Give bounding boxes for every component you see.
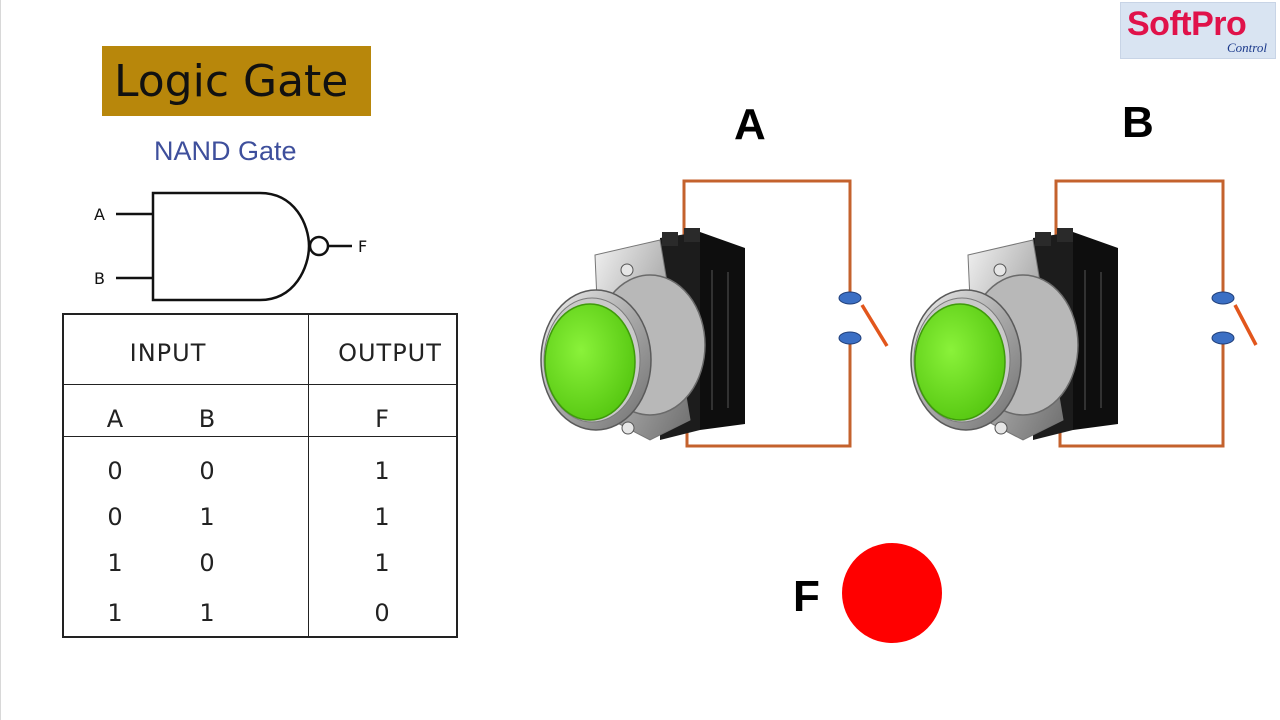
gate-name: NAND Gate [154, 136, 297, 166]
table-divider-columns [64, 436, 456, 437]
switch-a-contact-blade [860, 304, 889, 347]
column-header-a: A [106, 405, 124, 433]
table-cell: 0 [199, 457, 215, 485]
header-input: INPUT [129, 339, 207, 367]
column-header-f: F [375, 405, 389, 433]
table-divider-vertical [308, 315, 309, 636]
switch-b-contact-blade [1233, 304, 1258, 346]
screw-icon [621, 421, 635, 435]
table-cell: 1 [107, 549, 123, 577]
table-cell: 1 [374, 457, 390, 485]
switch-b-label: B [1122, 98, 1154, 147]
button-b-cap[interactable] [914, 303, 1006, 421]
column-header-b: B [198, 405, 216, 433]
table-cell: 0 [107, 457, 123, 485]
output-label: F [793, 572, 820, 621]
switch-a-label: A [734, 100, 766, 149]
slide-border [0, 0, 1, 720]
switch-a-contact-bottom [838, 331, 862, 345]
table-cell: 0 [199, 549, 215, 577]
button-a-cap[interactable] [544, 303, 636, 421]
screw-icon [993, 263, 1007, 277]
slide-title: Logic Gate [114, 55, 349, 107]
table-cell: 1 [199, 503, 215, 531]
truth-table: INPUT OUTPUT A B F 0 0 1 0 1 1 1 0 1 1 1… [62, 313, 458, 638]
table-cell: 1 [374, 549, 390, 577]
switch-a-contact-top [838, 291, 862, 305]
table-divider-header [64, 384, 456, 385]
softpro-logo: SoftPro Control [1120, 2, 1276, 59]
gate-input-b-label: B [94, 269, 105, 288]
table-cell: 0 [107, 503, 123, 531]
screw-icon [620, 263, 634, 277]
table-cell: 0 [374, 599, 390, 627]
screw-icon [994, 421, 1008, 435]
switch-b-contact-bottom [1211, 331, 1235, 345]
table-cell: 1 [107, 599, 123, 627]
switch-b-contact-top [1211, 291, 1235, 305]
push-button-a[interactable] [540, 228, 745, 441]
logo-sub-text: Control [1227, 40, 1267, 55]
table-cell: 1 [199, 599, 215, 627]
title-banner: Logic Gate [102, 46, 371, 116]
output-lamp [842, 543, 942, 643]
logo-main-text: SoftPro [1127, 5, 1247, 43]
nand-gate-symbol: A B F [94, 191, 367, 302]
header-output: OUTPUT [338, 339, 442, 367]
table-cell: 1 [374, 503, 390, 531]
gate-output-f-label: F [358, 237, 367, 256]
gate-input-a-label: A [94, 205, 105, 224]
push-button-b[interactable] [910, 228, 1118, 441]
